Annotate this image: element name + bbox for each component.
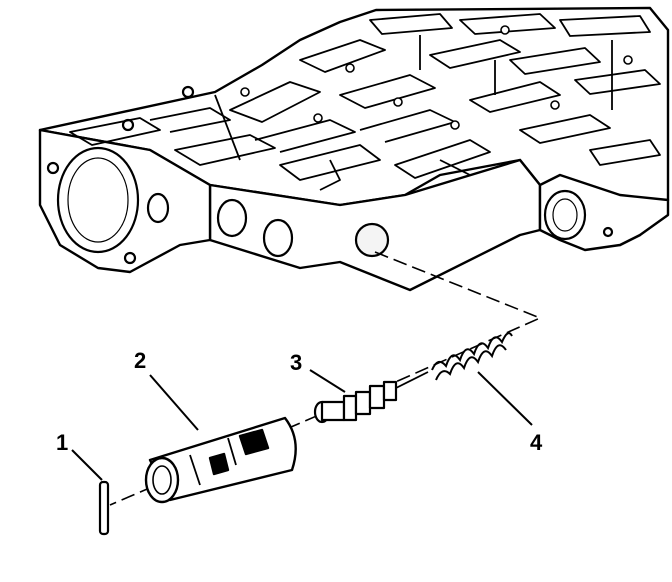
leader-3 — [309, 369, 346, 393]
front-bore-2 — [262, 218, 294, 258]
right-bore-inner — [552, 198, 578, 232]
callout-1: 1 — [56, 430, 68, 455]
part-1-pin — [98, 480, 110, 536]
part-2-sleeve — [144, 416, 297, 504]
right-bore — [543, 189, 587, 241]
bolt-hole-3 — [602, 226, 614, 238]
flange-bore-inner — [67, 157, 129, 243]
side-hole-1 — [146, 192, 170, 224]
valve-body-passages — [69, 13, 661, 191]
leader-2 — [149, 374, 199, 431]
flange-bore — [56, 146, 140, 254]
callout-4: 4 — [530, 430, 543, 455]
bolt-hole-5 — [181, 85, 195, 99]
leader-1 — [71, 449, 103, 481]
callout-2: 2 — [134, 348, 146, 373]
leader-lines — [71, 369, 533, 481]
front-bore-1 — [216, 198, 248, 238]
front-bore-3 — [354, 222, 390, 258]
part-3-valve — [313, 371, 429, 424]
valve-body-detail-dots — [240, 25, 633, 130]
bolt-hole-2 — [123, 251, 137, 265]
part-4-spring — [431, 332, 513, 381]
bolt-hole-1 — [46, 161, 60, 175]
valve-body-bores — [46, 85, 614, 265]
leader-4 — [477, 371, 533, 426]
callout-3: 3 — [290, 350, 302, 375]
